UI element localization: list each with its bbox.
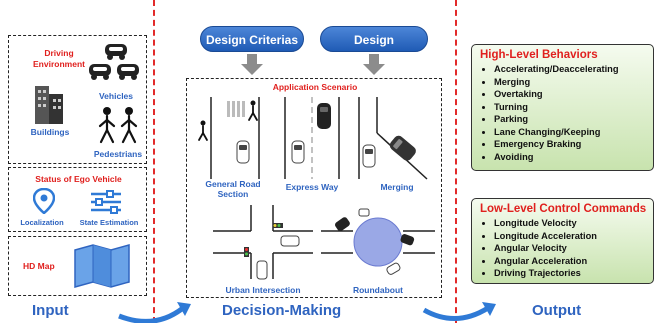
list-item: Accelerating/Deaccelerating — [494, 63, 653, 76]
localization-pin-icon — [33, 188, 55, 214]
output-section-label: Output — [532, 302, 582, 319]
express-way-scene — [284, 97, 340, 179]
low-level-list: Longitude Velocity Longitude Acceleratio… — [472, 217, 653, 280]
driving-environment-title: Driving Environment — [33, 48, 85, 69]
list-item: Avoiding — [494, 151, 653, 164]
list-item: Merging — [494, 76, 653, 89]
vehicles-icon — [89, 44, 139, 80]
high-level-title: High-Level Behaviors — [480, 49, 598, 61]
high-level-behaviors-box: High-Level Behaviors Accelerating/Deacce… — [471, 44, 654, 171]
vehicles-label: Vehicles — [98, 91, 134, 101]
decision-to-output-arrow — [422, 302, 496, 321]
buildings-label: Buildings — [30, 127, 70, 137]
hd-map-label: HD Map — [23, 261, 55, 271]
list-item: Longitude Velocity — [494, 217, 653, 230]
input-section-label: Input — [32, 302, 69, 319]
input-to-decision-arrow — [118, 302, 191, 323]
list-item: Angular Acceleration — [494, 255, 653, 268]
merging-label: Merging — [380, 182, 414, 192]
urban-intersection-label: Urban Intersection — [225, 285, 301, 295]
separator-left — [153, 0, 155, 323]
pedestrians-icon — [98, 107, 138, 144]
list-item: Angular Velocity — [494, 242, 653, 255]
design-constrains-pill: Design Constrains — [320, 26, 428, 73]
state-estimation-sliders-icon — [91, 190, 121, 214]
merging-scene — [358, 97, 428, 180]
list-item: Lane Changing/Keeping — [494, 126, 653, 139]
state-estimation-label: State Estimation — [79, 218, 139, 227]
decision-section-label: Decision-Making — [222, 302, 342, 319]
localization-label: Localization — [20, 218, 64, 227]
list-item: Emergency Braking — [494, 138, 653, 151]
driving-environment-box: Driving Environment Vehicles Buildings P… — [8, 35, 147, 164]
urban-intersection-scene — [213, 205, 313, 280]
application-scenario-box: Application Scenario General Road Sectio… — [186, 78, 442, 298]
express-way-label: Express Way — [285, 182, 339, 192]
application-scenario-title: Application Scenario — [272, 82, 358, 92]
low-level-commands-box: Low-Level Control Commands Longitude Vel… — [471, 198, 654, 284]
general-road-label: General Road Section — [205, 179, 261, 199]
ego-vehicle-box: Status of Ego Vehicle Localization State… — [8, 167, 147, 232]
criterias-down-arrow — [241, 54, 263, 75]
low-level-title: Low-Level Control Commands — [480, 203, 647, 215]
list-item: Turning — [494, 101, 653, 114]
roundabout-scene — [321, 208, 435, 275]
separator-right — [455, 0, 457, 323]
constrains-down-arrow — [363, 54, 385, 75]
pedestrians-label: Pedestrians — [93, 149, 143, 159]
high-level-list: Accelerating/Deaccelerating Merging Over… — [472, 63, 653, 163]
general-road-scene — [198, 97, 260, 179]
list-item: Overtaking — [494, 88, 653, 101]
hd-map-box: HD Map — [8, 236, 147, 296]
ego-vehicle-title: Status of Ego Vehicle — [35, 174, 122, 184]
list-item: Driving Trajectories — [494, 267, 653, 280]
design-criterias-pill: Design Criterias — [200, 26, 304, 52]
buildings-icon — [35, 86, 63, 124]
roundabout-label: Roundabout — [352, 285, 404, 295]
list-item: Longitude Acceleration — [494, 230, 653, 243]
list-item: Parking — [494, 113, 653, 126]
hd-map-icon — [74, 244, 130, 288]
